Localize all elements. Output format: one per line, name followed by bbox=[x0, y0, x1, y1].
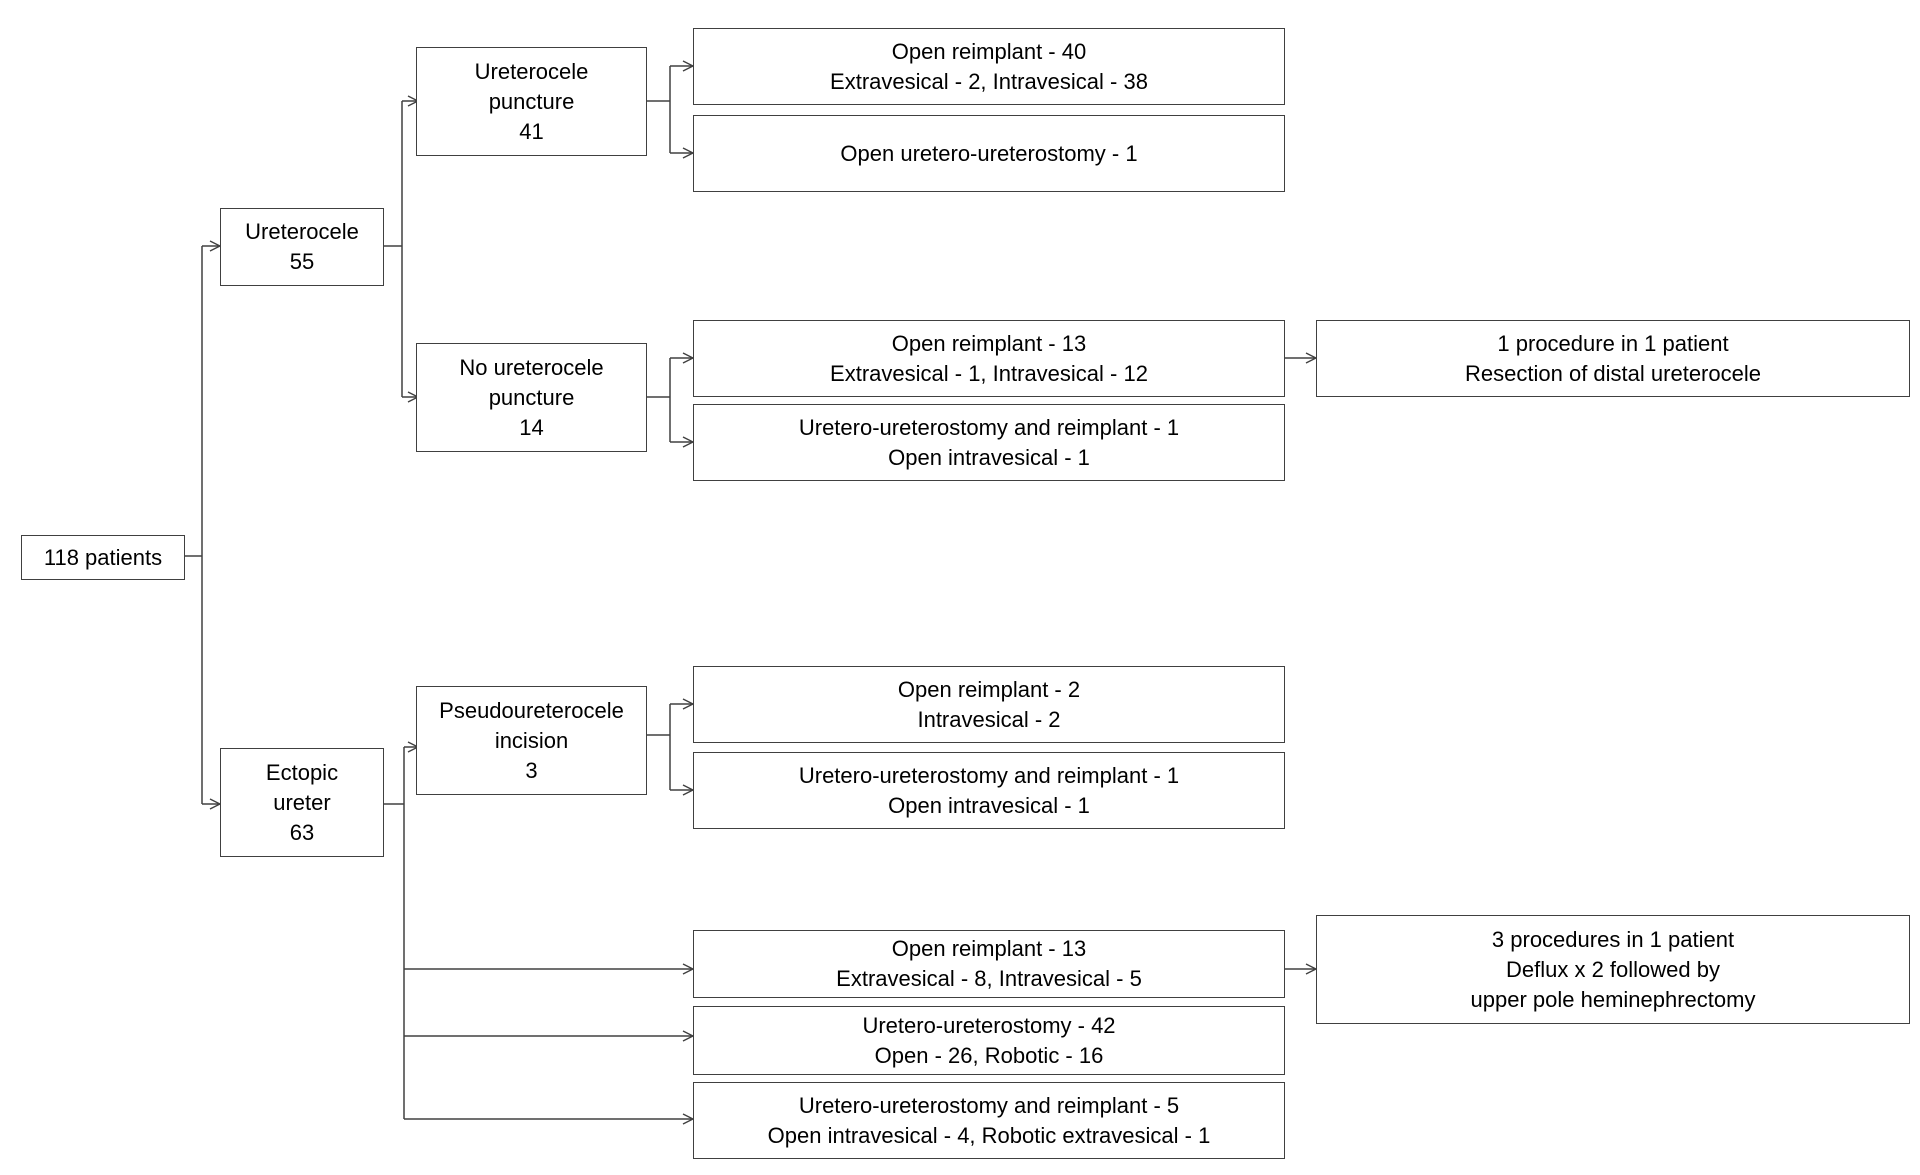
node-ectopic-ureter: Ectopic ureter 63 bbox=[220, 748, 384, 857]
node-ectopic-open-reimplant: Open reimplant - 13 Extravesical - 8, In… bbox=[693, 930, 1285, 998]
node-no-puncture-open-reimplant: Open reimplant - 13 Extravesical - 1, In… bbox=[693, 320, 1285, 397]
node-text: Open reimplant - 13 bbox=[891, 330, 1087, 356]
node-text: Open intravesical - 4, Robotic extravesi… bbox=[767, 1122, 1211, 1148]
node-ureterocele-puncture: Ureterocele puncture 41 bbox=[416, 47, 647, 156]
node-text: 55 bbox=[289, 249, 315, 274]
node-ectopic-uu-reimplant: Uretero-ureterostomy and reimplant - 5 O… bbox=[693, 1082, 1285, 1159]
node-text: Uretero-ureterostomy and reimplant - 1 bbox=[798, 762, 1180, 788]
node-text: Ectopic bbox=[265, 759, 339, 785]
node-pseudo-uu-reimplant: Uretero-ureterostomy and reimplant - 1 O… bbox=[693, 752, 1285, 829]
node-text: incision bbox=[494, 727, 569, 753]
node-puncture-open-uu: Open uretero-ureterostomy - 1 bbox=[693, 115, 1285, 192]
node-no-ureterocele-puncture: No ureterocele puncture 14 bbox=[416, 343, 647, 452]
node-text: Resection of distal ureterocele bbox=[1465, 360, 1761, 386]
node-text: 1 procedure in 1 patient bbox=[1497, 330, 1729, 356]
node-text: Open reimplant - 13 bbox=[891, 936, 1087, 961]
node-text: 3 bbox=[525, 757, 538, 783]
node-text: Open reimplant - 40 bbox=[891, 38, 1087, 64]
node-text: Uretero-ureterostomy and reimplant - 1 bbox=[798, 414, 1180, 440]
node-text: Open - 26, Robotic - 16 bbox=[874, 1042, 1104, 1068]
node-text: 14 bbox=[519, 414, 544, 440]
node-text: Ureterocele bbox=[474, 58, 589, 84]
node-pseudo-open-reimplant: Open reimplant - 2 Intravesical - 2 bbox=[693, 666, 1285, 743]
node-puncture-open-reimplant: Open reimplant - 40 Extravesical - 2, In… bbox=[693, 28, 1285, 105]
node-no-puncture-uu-reimplant: Uretero-ureterostomy and reimplant - 1 O… bbox=[693, 404, 1285, 481]
node-text: Pseudoureterocele bbox=[439, 697, 624, 723]
node-text: Extravesical - 8, Intravesical - 5 bbox=[836, 966, 1142, 991]
node-text: 41 bbox=[519, 118, 544, 144]
node-text: Uretero-ureterostomy and reimplant - 5 bbox=[798, 1092, 1180, 1118]
node-text: 3 procedures in 1 patient bbox=[1491, 926, 1735, 952]
node-text: Uretero-ureterostomy - 42 bbox=[862, 1012, 1116, 1038]
node-ectopic-uu: Uretero-ureterostomy - 42 Open - 26, Rob… bbox=[693, 1006, 1285, 1075]
node-ectopic-followup: 3 procedures in 1 patient Deflux x 2 fol… bbox=[1316, 915, 1910, 1024]
node-text: 63 bbox=[289, 819, 315, 845]
node-text: puncture bbox=[488, 384, 575, 410]
node-text: ureter bbox=[273, 789, 331, 815]
node-text: Extravesical - 1, Intravesical - 12 bbox=[830, 360, 1148, 386]
node-pseudoureterocele-incision: Pseudoureterocele incision 3 bbox=[416, 686, 647, 795]
node-text: Open reimplant - 2 bbox=[897, 676, 1081, 702]
node-text: Extravesical - 2, Intravesical - 38 bbox=[830, 68, 1148, 94]
node-text: Deflux x 2 followed by bbox=[1506, 956, 1720, 982]
node-text: puncture bbox=[488, 88, 575, 114]
node-no-puncture-followup: 1 procedure in 1 patient Resection of di… bbox=[1316, 320, 1910, 397]
node-text: No ureterocele bbox=[459, 354, 604, 380]
node-text: Open uretero-ureterostomy - 1 bbox=[840, 140, 1138, 166]
node-text: upper pole heminephrectomy bbox=[1470, 986, 1756, 1012]
node-118-patients: 118 patients bbox=[21, 535, 185, 580]
node-text: 118 patients bbox=[43, 544, 163, 570]
node-text: Intravesical - 2 bbox=[917, 706, 1061, 732]
node-text: Open intravesical - 1 bbox=[888, 792, 1090, 818]
node-text: Ureterocele bbox=[245, 219, 359, 244]
node-text: Open intravesical - 1 bbox=[888, 444, 1090, 470]
node-ureterocele: Ureterocele 55 bbox=[220, 208, 384, 286]
